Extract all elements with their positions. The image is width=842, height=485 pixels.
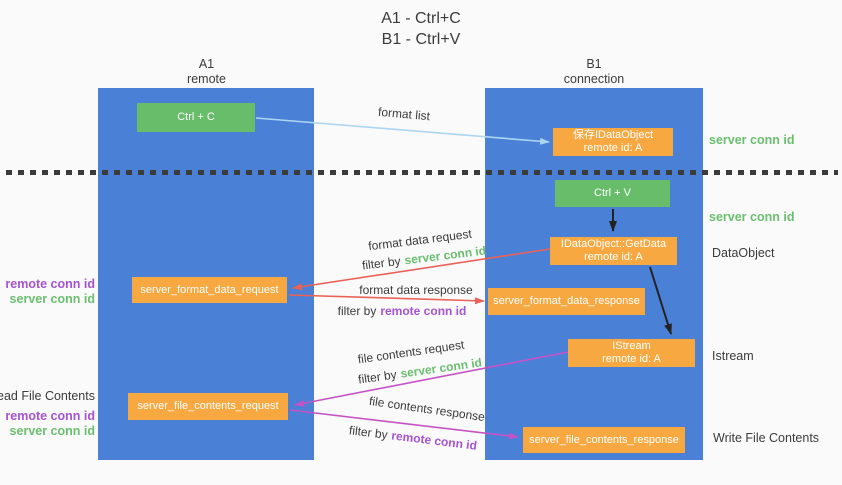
node-save-idataobject-line2: remote id: A: [583, 142, 643, 154]
left-remote-conn-id-1: remote conn id: [5, 277, 95, 291]
label-file-contents-response: file contents response: [368, 393, 486, 425]
left-conn-id-group-file: remote conn id server conn id: [5, 409, 95, 439]
node-istream-line1: IStream: [612, 340, 651, 352]
node-server-format-data-response: server_format_data_response: [488, 288, 645, 315]
right-dataobject-label: DataObject: [712, 246, 775, 260]
left-remote-conn-id-2: remote conn id: [5, 409, 95, 423]
node-server-file-contents-request: server_file_contents_request: [128, 393, 288, 420]
column-a1-name: A1: [198, 57, 215, 71]
node-ctrl-v-label: Ctrl + V: [594, 187, 631, 199]
right-server-conn-id-top: server conn id: [709, 133, 795, 147]
filter-by-text: filter by: [361, 253, 402, 273]
label-format-data-response: format data response: [359, 283, 473, 297]
node-server-format-data-request: server_format_data_request: [132, 277, 287, 303]
node-save-idataobject: 保存IDataObject remote id: A: [553, 128, 673, 156]
left-server-conn-id-2: server conn id: [9, 424, 95, 438]
filter-by-text: filter by: [337, 304, 377, 318]
server-conn-id-text: server conn id: [399, 355, 483, 381]
column-header-b1: B1 connection: [485, 57, 703, 87]
right-istream-label: Istream: [712, 349, 754, 363]
title-line-1: A1 - Ctrl+C: [381, 10, 461, 27]
column-header-a1: A1 remote: [98, 57, 315, 87]
remote-conn-id-text: remote conn id: [390, 428, 478, 453]
left-conn-id-group-format: remote conn id server conn id: [5, 277, 95, 307]
node-file-response-label: server_file_contents_response: [529, 433, 679, 446]
left-read-file-contents: Read File Contents: [0, 389, 95, 403]
title-line-2: B1 - Ctrl+V: [381, 31, 461, 48]
diagram-title: A1 - Ctrl+C B1 - Ctrl+V: [0, 8, 842, 50]
label-format-list: format list: [377, 104, 431, 124]
column-b1-name: B1: [586, 57, 602, 71]
node-ctrl-v: Ctrl + V: [555, 180, 670, 207]
node-ctrl-c: Ctrl + C: [137, 103, 255, 132]
column-b1-subtitle: connection: [563, 72, 625, 86]
node-idataobject-getdata: IDataObject::GetData remote id: A: [550, 237, 677, 265]
filter-by-text: filter by: [357, 367, 398, 387]
filter-by-text: filter by: [348, 423, 389, 442]
right-write-file-contents: Write File Contents: [713, 431, 820, 445]
node-server-file-contents-response: server_file_contents_response: [523, 427, 685, 453]
node-getdata-line1: IDataObject::GetData: [560, 238, 667, 250]
node-getdata-line2: remote id: A: [584, 251, 643, 263]
right-server-conn-id-mid: server conn id: [709, 210, 795, 224]
node-format-response-label: server_format_data_response: [493, 295, 640, 307]
left-server-conn-id-1: server conn id: [9, 292, 95, 306]
node-istream: IStream remote id: A: [568, 339, 695, 367]
node-save-idataobject-line1: 保存IDataObject: [572, 129, 654, 141]
node-ctrl-c-label: Ctrl + C: [177, 111, 215, 123]
node-format-request-label: server_format_data_request: [140, 283, 279, 296]
node-file-request-label: server_file_contents_request: [137, 400, 279, 412]
column-a1-subtitle: remote: [187, 72, 226, 86]
node-istream-line2: remote id: A: [602, 353, 661, 365]
phase-separator-dotted-line: [6, 170, 838, 175]
remote-conn-id-text: remote conn id: [380, 304, 467, 318]
